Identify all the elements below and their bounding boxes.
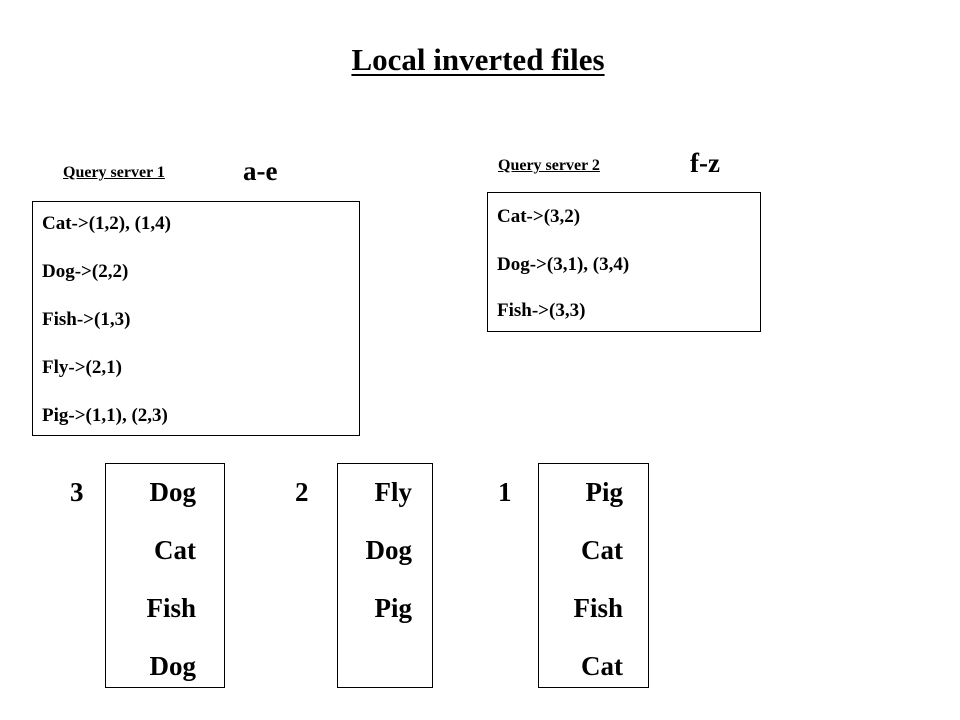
document-2-word-1: Fly (374, 477, 413, 507)
server-2-label: Query server 2 (498, 157, 600, 174)
server-1-inverted-index: Cat->(1,2), (1,4) Dog->(2,2) Fish->(1,3)… (32, 201, 360, 436)
document-3-word-4: Dog (149, 651, 197, 681)
document-1-word-3: Fish (573, 593, 623, 623)
document-1-word-1: Pig (585, 477, 624, 507)
server-2-entry-fish: Fish->(3,3) (497, 300, 586, 321)
document-1-id: 1 (498, 477, 512, 507)
server-2-range: f-z (690, 148, 720, 178)
document-2-word-3: Pig (374, 593, 413, 623)
document-3-box: Dog Cat Fish Dog (105, 463, 225, 688)
document-2-word-2: Dog (365, 535, 413, 565)
document-2-box: Fly Dog Pig (337, 463, 433, 688)
document-3-word-2: Cat (154, 535, 196, 565)
document-3-word-3: Fish (146, 593, 196, 623)
server-2-entry-dog: Dog->(3,1), (3,4) (497, 254, 630, 275)
server-1-entry-cat: Cat->(1,2), (1,4) (42, 213, 172, 234)
slide-title: Local inverted files (351, 42, 605, 77)
server-2-inverted-index: Cat->(3,2) Dog->(3,1), (3,4) Fish->(3,3) (487, 192, 761, 332)
document-1-word-4: Cat (581, 651, 623, 681)
document-2-id: 2 (295, 477, 309, 507)
server-1-entry-fly: Fly->(2,1) (42, 357, 122, 378)
server-2-entry-cat: Cat->(3,2) (497, 206, 581, 227)
document-1-word-2: Cat (581, 535, 623, 565)
server-1-entry-dog: Dog->(2,2) (42, 261, 129, 282)
server-1-entry-pig: Pig->(1,1), (2,3) (42, 405, 168, 426)
document-3-id: 3 (70, 477, 84, 507)
server-1-range: a-e (243, 156, 278, 186)
document-1-box: Pig Cat Fish Cat (538, 463, 649, 688)
server-1-entry-fish: Fish->(1,3) (42, 309, 131, 330)
document-3-word-1: Dog (149, 477, 197, 507)
server-1-label: Query server 1 (63, 164, 165, 181)
